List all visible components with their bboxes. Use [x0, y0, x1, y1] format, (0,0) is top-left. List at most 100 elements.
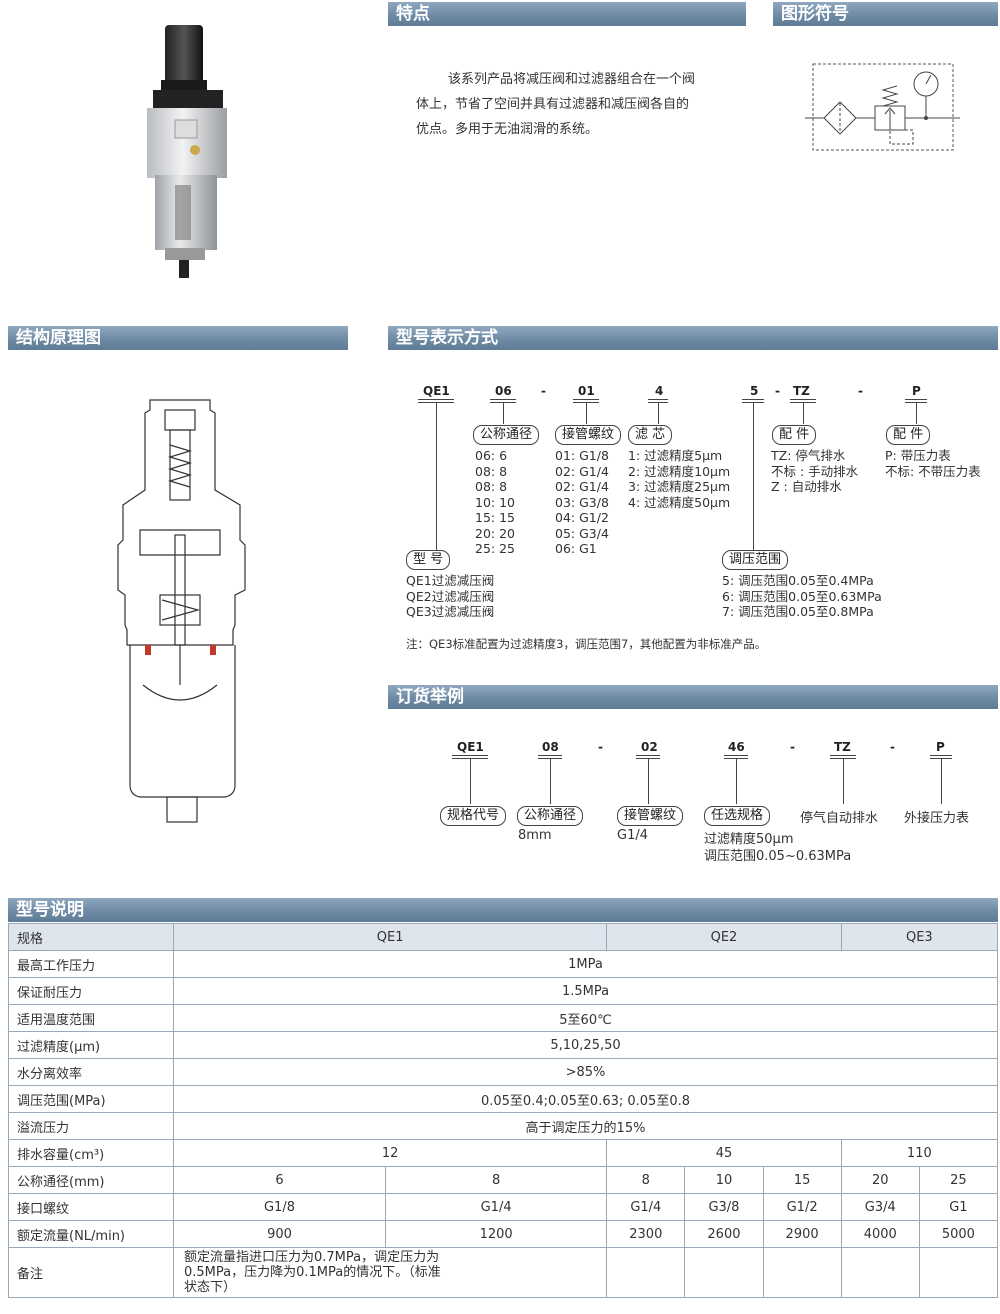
- order-code-dash: -: [890, 740, 895, 754]
- model-code-dash: -: [858, 384, 863, 398]
- table-cell: 备注: [8, 1247, 174, 1298]
- table-cell: 1MPa: [173, 950, 998, 978]
- table-row: 额定流量(NL/min) 900 1200 2300 2600 2900 400…: [8, 1220, 999, 1248]
- acc2-label-pill: 配 件: [886, 425, 931, 445]
- order-bore-pill: 公称通径: [517, 806, 584, 826]
- table-cell: G1: [918, 1193, 999, 1221]
- table-cell: 排水容量(cm³): [8, 1139, 174, 1167]
- table-cell: 5,10,25,50: [173, 1031, 998, 1059]
- bore-label-pill: 公称通径: [473, 425, 540, 445]
- table-header-row: 规格 QE1 QE2 QE3: [8, 923, 999, 951]
- table-cell: 4000: [840, 1220, 920, 1248]
- table-cell: 高于调定压力的15%: [173, 1112, 998, 1140]
- order-code-drain: TZ: [834, 740, 851, 754]
- table-cell: 调压范围(MPa): [8, 1085, 174, 1113]
- table-cell: 25: [918, 1166, 999, 1194]
- filter-label-pill: 滤 芯: [628, 425, 673, 445]
- table-cell: 5至60℃: [173, 1004, 998, 1032]
- table-cell: G3/8: [684, 1193, 764, 1221]
- model-code-drain: TZ: [793, 384, 810, 398]
- order-code-options: 46: [728, 740, 745, 754]
- section-model-desc-header: 型号说明: [8, 898, 998, 922]
- table-cell: 过滤精度(μm): [8, 1031, 174, 1059]
- table-cell: 8: [606, 1166, 686, 1194]
- table-row: 排水容量(cm³) 12 45 110: [8, 1139, 999, 1167]
- features-line-1: 该系列产品将减压阀和过滤器组合在一个阀: [448, 72, 696, 87]
- model-code-bore: 06: [495, 384, 512, 398]
- section-order-example-header: 订货举例: [388, 685, 998, 709]
- model-code-filter: 4: [655, 384, 664, 398]
- table-row: 溢流压力高于调定压力的15%: [8, 1112, 998, 1140]
- table-cell: 1.5MPa: [173, 977, 998, 1005]
- model-code-dash: -: [775, 384, 780, 398]
- table-cell: [606, 1247, 686, 1298]
- table-cell: 0.05至0.4;0.05至0.63; 0.05至0.8: [173, 1085, 998, 1113]
- section-symbol-header: 图形符号: [773, 2, 998, 26]
- table-row: 备注 额定流量指进口压力为0.7MPa，调定压力为 0.5MPa，压力降为0.1…: [8, 1247, 999, 1298]
- acc1-label-pill: 配 件: [772, 425, 817, 445]
- model-code-dash: -: [541, 384, 546, 398]
- table-cell: 额定流量(NL/min): [8, 1220, 174, 1248]
- table-cell: QE1: [172, 923, 608, 951]
- table-cell: 2300: [606, 1220, 686, 1248]
- model-code-gauge: P: [912, 384, 921, 398]
- table-row: 过滤精度(μm)5,10,25,50: [8, 1031, 998, 1059]
- table-cell: 保证耐压力: [8, 977, 174, 1005]
- product-photo: [147, 25, 227, 278]
- table-cell: 最高工作压力: [8, 950, 174, 978]
- order-options-value-2: 调压范围0.05~0.63MPa: [704, 849, 852, 864]
- table-cell: 2600: [684, 1220, 764, 1248]
- table-cell: QE2: [606, 923, 842, 951]
- model-format-note: 注：QE3标准配置为过滤精度3，调压范围7，其他配置为非标准产品。: [406, 637, 767, 651]
- pneumatic-symbol-diagram: [805, 63, 960, 151]
- table-cell: 规格: [8, 923, 174, 951]
- table-cell: 10: [684, 1166, 764, 1194]
- table-cell: [840, 1247, 920, 1298]
- order-drain-label: 停气自动排水: [800, 811, 879, 826]
- range-label-pill: 调压范围: [722, 550, 789, 570]
- remark-cell: 额定流量指进口压力为0.7MPa，调定压力为 0.5MPa，压力降为0.1MPa…: [172, 1247, 608, 1298]
- section-features-header: 特点: [388, 2, 746, 26]
- order-code-dash: -: [598, 740, 603, 754]
- table-cell: 2900: [762, 1220, 842, 1248]
- section-structure-header: 结构原理图: [8, 326, 348, 350]
- order-thread-pill: 接管螺纹: [617, 806, 684, 826]
- table-cell: 水分离效率: [8, 1058, 174, 1086]
- table-cell: 110: [840, 1139, 999, 1167]
- table-cell: 5000: [918, 1220, 999, 1248]
- order-thread-value: G1/4: [617, 828, 648, 843]
- table-cell: [762, 1247, 842, 1298]
- table-row: 水分离效率>85%: [8, 1058, 998, 1086]
- table-cell: G3/4: [840, 1193, 920, 1221]
- table-cell: 6: [173, 1166, 386, 1194]
- table-cell: 12: [172, 1139, 608, 1167]
- table-cell: >85%: [173, 1058, 998, 1086]
- order-code-series: QE1: [457, 740, 484, 754]
- order-code-thread: 02: [641, 740, 658, 754]
- table-cell: 20: [840, 1166, 920, 1194]
- order-gauge-label: 外接压力表: [904, 811, 970, 826]
- table-cell: G1/4: [384, 1193, 608, 1221]
- model-code-series: QE1: [423, 384, 450, 398]
- table-cell: 适用温度范围: [8, 1004, 174, 1032]
- order-options-pill: 任选规格: [704, 806, 771, 826]
- model-label-pill: 型 号: [406, 550, 451, 570]
- table-cell: 接口螺纹: [8, 1193, 174, 1221]
- table-cell: 公称通径(mm): [8, 1166, 174, 1194]
- table-cell: G1/2: [762, 1193, 842, 1221]
- table-cell: 溢流压力: [8, 1112, 174, 1140]
- order-code-bore: 08: [542, 740, 559, 754]
- model-code-thread: 01: [578, 384, 595, 398]
- table-cell: [918, 1247, 999, 1298]
- table-cell: 45: [606, 1139, 842, 1167]
- table-row: 公称通径(mm) 6 8 8 10 15 20 25: [8, 1166, 999, 1194]
- order-options-value-1: 过滤精度50μm: [704, 832, 794, 847]
- table-cell: [684, 1247, 764, 1298]
- table-row: 调压范围(MPa)0.05至0.4;0.05至0.63; 0.05至0.8: [8, 1085, 998, 1113]
- table-cell: QE3: [840, 923, 999, 951]
- table-cell: 15: [762, 1166, 842, 1194]
- table-cell: G1/8: [173, 1193, 386, 1221]
